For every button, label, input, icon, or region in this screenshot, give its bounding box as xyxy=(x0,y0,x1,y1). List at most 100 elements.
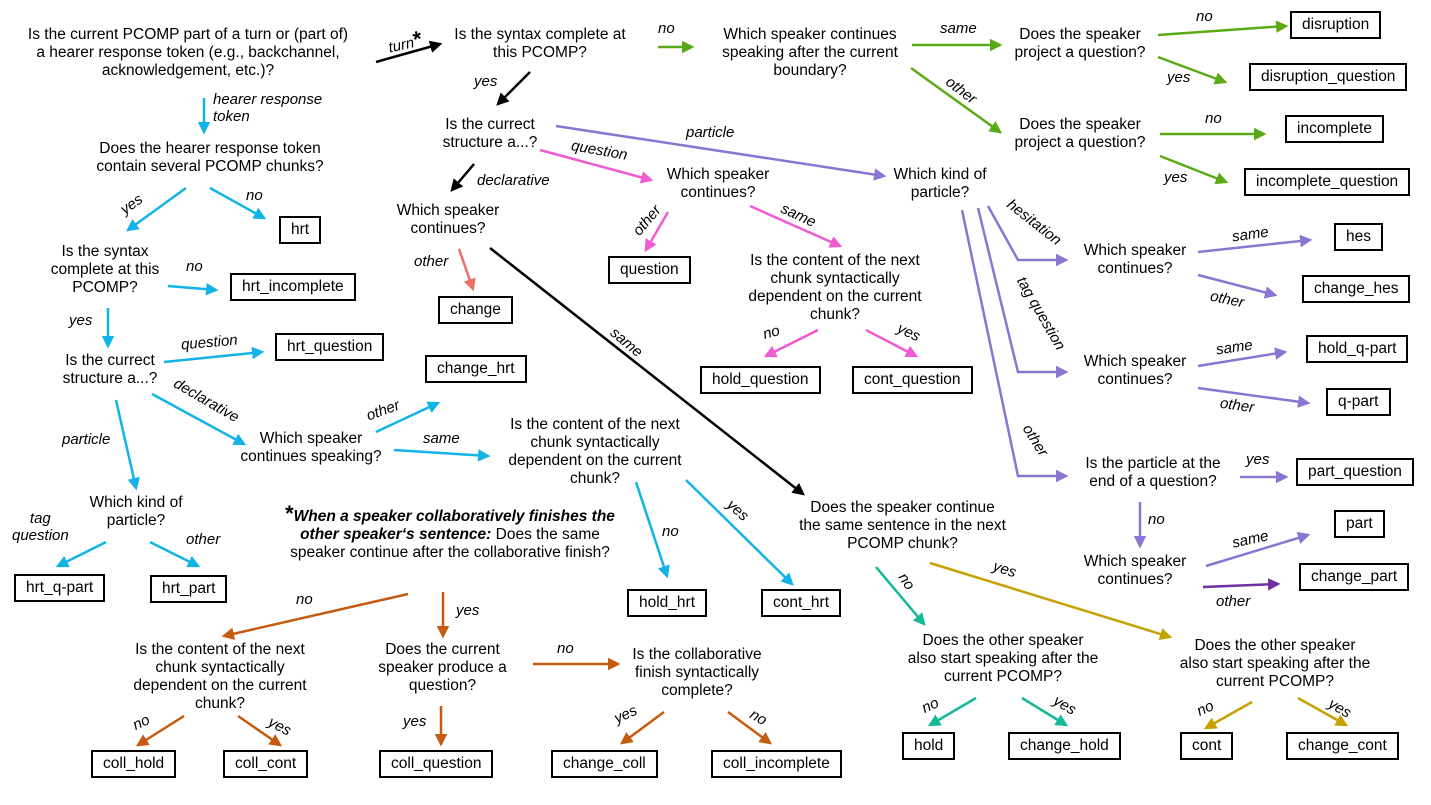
arrow-no-hrt-syntax xyxy=(167,282,219,296)
edge-same-hrt-speaker: same xyxy=(423,430,460,447)
arrow-other-decl xyxy=(457,248,476,292)
note-rest: Does the same speaker continue after the… xyxy=(290,526,610,561)
question-kind-of-particle: Which kind of particle? xyxy=(893,166,987,201)
edge-no-coll: no xyxy=(296,591,313,608)
arrow-no-project-same xyxy=(1157,20,1289,37)
edge-same-boundary: same xyxy=(940,20,977,37)
question-which-speaker-boundary: Which speaker continues speaking after t… xyxy=(722,26,898,79)
edge-tag-question-hrt: tag question xyxy=(12,510,69,544)
label-disruption: disruption xyxy=(1290,11,1382,39)
label-hrt: hrt xyxy=(279,216,322,244)
edge-particle: particle xyxy=(686,124,735,141)
edge-hearer-response-token: hearer response token xyxy=(213,91,323,125)
arrow-other-hrt-speaker xyxy=(375,401,441,434)
arrow-other-hes xyxy=(1197,273,1278,299)
label-coll-incomplete: coll_incomplete xyxy=(711,750,842,778)
label-hes: hes xyxy=(1334,223,1383,251)
arrow-yes-coll-content xyxy=(237,714,283,747)
label-change-cont: change_cont xyxy=(1286,732,1399,760)
edge-no-hrt-chunks: no xyxy=(246,187,263,204)
label-part-question: part_question xyxy=(1296,458,1414,486)
arrow-other-boundary xyxy=(910,66,1003,134)
arrow-question xyxy=(539,148,654,184)
label-q-part: q-part xyxy=(1326,388,1391,416)
arrow-other-part xyxy=(1202,578,1281,591)
edge-yes-project-same: yes xyxy=(1167,69,1191,86)
arrow-yes-same-sentence xyxy=(929,561,1173,641)
arrow-question-hrt xyxy=(163,346,265,364)
arrow-yes-hrt-dep xyxy=(685,479,794,586)
arrow-no-coll-complete xyxy=(727,710,773,745)
edge-other-part: other xyxy=(1216,593,1251,610)
edge-no-hrt-dep: no xyxy=(662,523,679,540)
label-cont: cont xyxy=(1180,732,1234,760)
question-content-dependent-question: Is the content of the next chunk syntact… xyxy=(748,252,922,323)
label-cont-question: cont_question xyxy=(852,366,973,394)
edge-yes-particle-end: yes xyxy=(1246,451,1270,468)
label-incomplete: incomplete xyxy=(1285,115,1384,143)
arrow-other-particle xyxy=(960,209,1069,483)
label-hold-question: hold_question xyxy=(700,366,821,394)
edge-other-hrt-kind: other xyxy=(186,531,221,548)
edge-particle-hrt: particle xyxy=(62,431,111,448)
label-hold-hrt: hold_hrt xyxy=(627,589,708,617)
arrow-other-tag xyxy=(1197,386,1311,408)
edge-no-coll-produce: no xyxy=(557,640,574,657)
label-hrt-incomplete: hrt_incomplete xyxy=(230,273,356,301)
collaborative-finish-note: *When a speaker collaboratively finishes… xyxy=(280,503,620,562)
question-same-sentence: Does the speaker continue the same sente… xyxy=(799,499,1006,552)
arrow-same-decl xyxy=(489,247,805,496)
note-bold: When a speaker collaboratively finishes … xyxy=(293,508,615,543)
question-which-speaker-question: Which speaker continues? xyxy=(666,166,770,201)
question-which-speaker-hesitation: Which speaker continues? xyxy=(1083,242,1187,277)
question-root: Is the current PCOMP part of a turn or (… xyxy=(27,26,349,79)
arrow-yes-project-same xyxy=(1157,55,1228,85)
question-other-start-yes: Does the other speaker also start speaki… xyxy=(1179,637,1371,690)
label-change-hold: change_hold xyxy=(1008,732,1121,760)
label-hrt-question: hrt_question xyxy=(275,333,385,361)
arrow-other-question xyxy=(644,211,670,253)
arrow-hesitation xyxy=(986,205,1069,267)
arrow-syntax-yes xyxy=(496,71,531,106)
edge-declarative: declarative xyxy=(477,172,550,189)
arrow-tag-question-hrt xyxy=(55,540,107,568)
arrow-no-coll xyxy=(221,592,409,640)
arrow-no-coll-content xyxy=(135,714,185,747)
edge-no-project-same: no xyxy=(1196,8,1213,25)
arrow-yes-project-other xyxy=(1159,154,1229,185)
question-particle-end: Is the particle at the end of a question… xyxy=(1085,455,1221,490)
arrow-no-other-start xyxy=(927,696,977,727)
arrow-particle xyxy=(555,124,887,181)
label-change-hes: change_hes xyxy=(1302,275,1411,303)
arrow-no-hrt-dep xyxy=(634,481,670,579)
edge-no-particle-end: no xyxy=(1148,511,1165,528)
question-hrt-which-speaker: Which speaker continues speaking? xyxy=(240,430,382,465)
arrow-yes-hrt-chunks xyxy=(125,186,187,232)
question-coll-complete: Is the collaborative finish syntacticall… xyxy=(632,646,762,699)
arrow-no-hrt-chunks xyxy=(209,186,267,220)
arrow-same-question xyxy=(749,204,843,248)
label-coll-hold: coll_hold xyxy=(91,750,177,778)
edge-yes-syntax: yes xyxy=(474,73,498,90)
label-hrt-part: hrt_part xyxy=(150,575,228,603)
edge-yes-coll-produce: yes xyxy=(403,713,427,730)
question-which-speaker-particle: Which speaker continues? xyxy=(1083,553,1187,588)
arrow-turn xyxy=(375,40,443,64)
label-hrt-q-part: hrt_q-part xyxy=(14,574,106,602)
arrow-yes-other-start-2 xyxy=(1297,696,1349,727)
arrow-declarative xyxy=(450,163,475,192)
arrow-no-dep-question xyxy=(763,328,819,358)
label-disruption-question: disruption_question xyxy=(1249,63,1408,91)
question-coll-content: Is the content of the next chunk syntact… xyxy=(133,641,307,712)
question-hrt-structure: Is the currect structure a...? xyxy=(62,352,158,387)
label-cont-hrt: cont_hrt xyxy=(761,589,842,617)
label-hold: hold xyxy=(902,732,956,760)
label-change-coll: change_coll xyxy=(551,750,658,778)
label-change-hrt: change_hrt xyxy=(425,355,527,383)
arrow-yes-other-start xyxy=(1021,696,1069,727)
question-hrt-content-dependent: Is the content of the next chunk syntact… xyxy=(508,416,682,487)
question-hrt-syntax: Is the syntax complete at this PCOMP? xyxy=(50,243,160,296)
arrow-same-hes xyxy=(1197,234,1313,254)
